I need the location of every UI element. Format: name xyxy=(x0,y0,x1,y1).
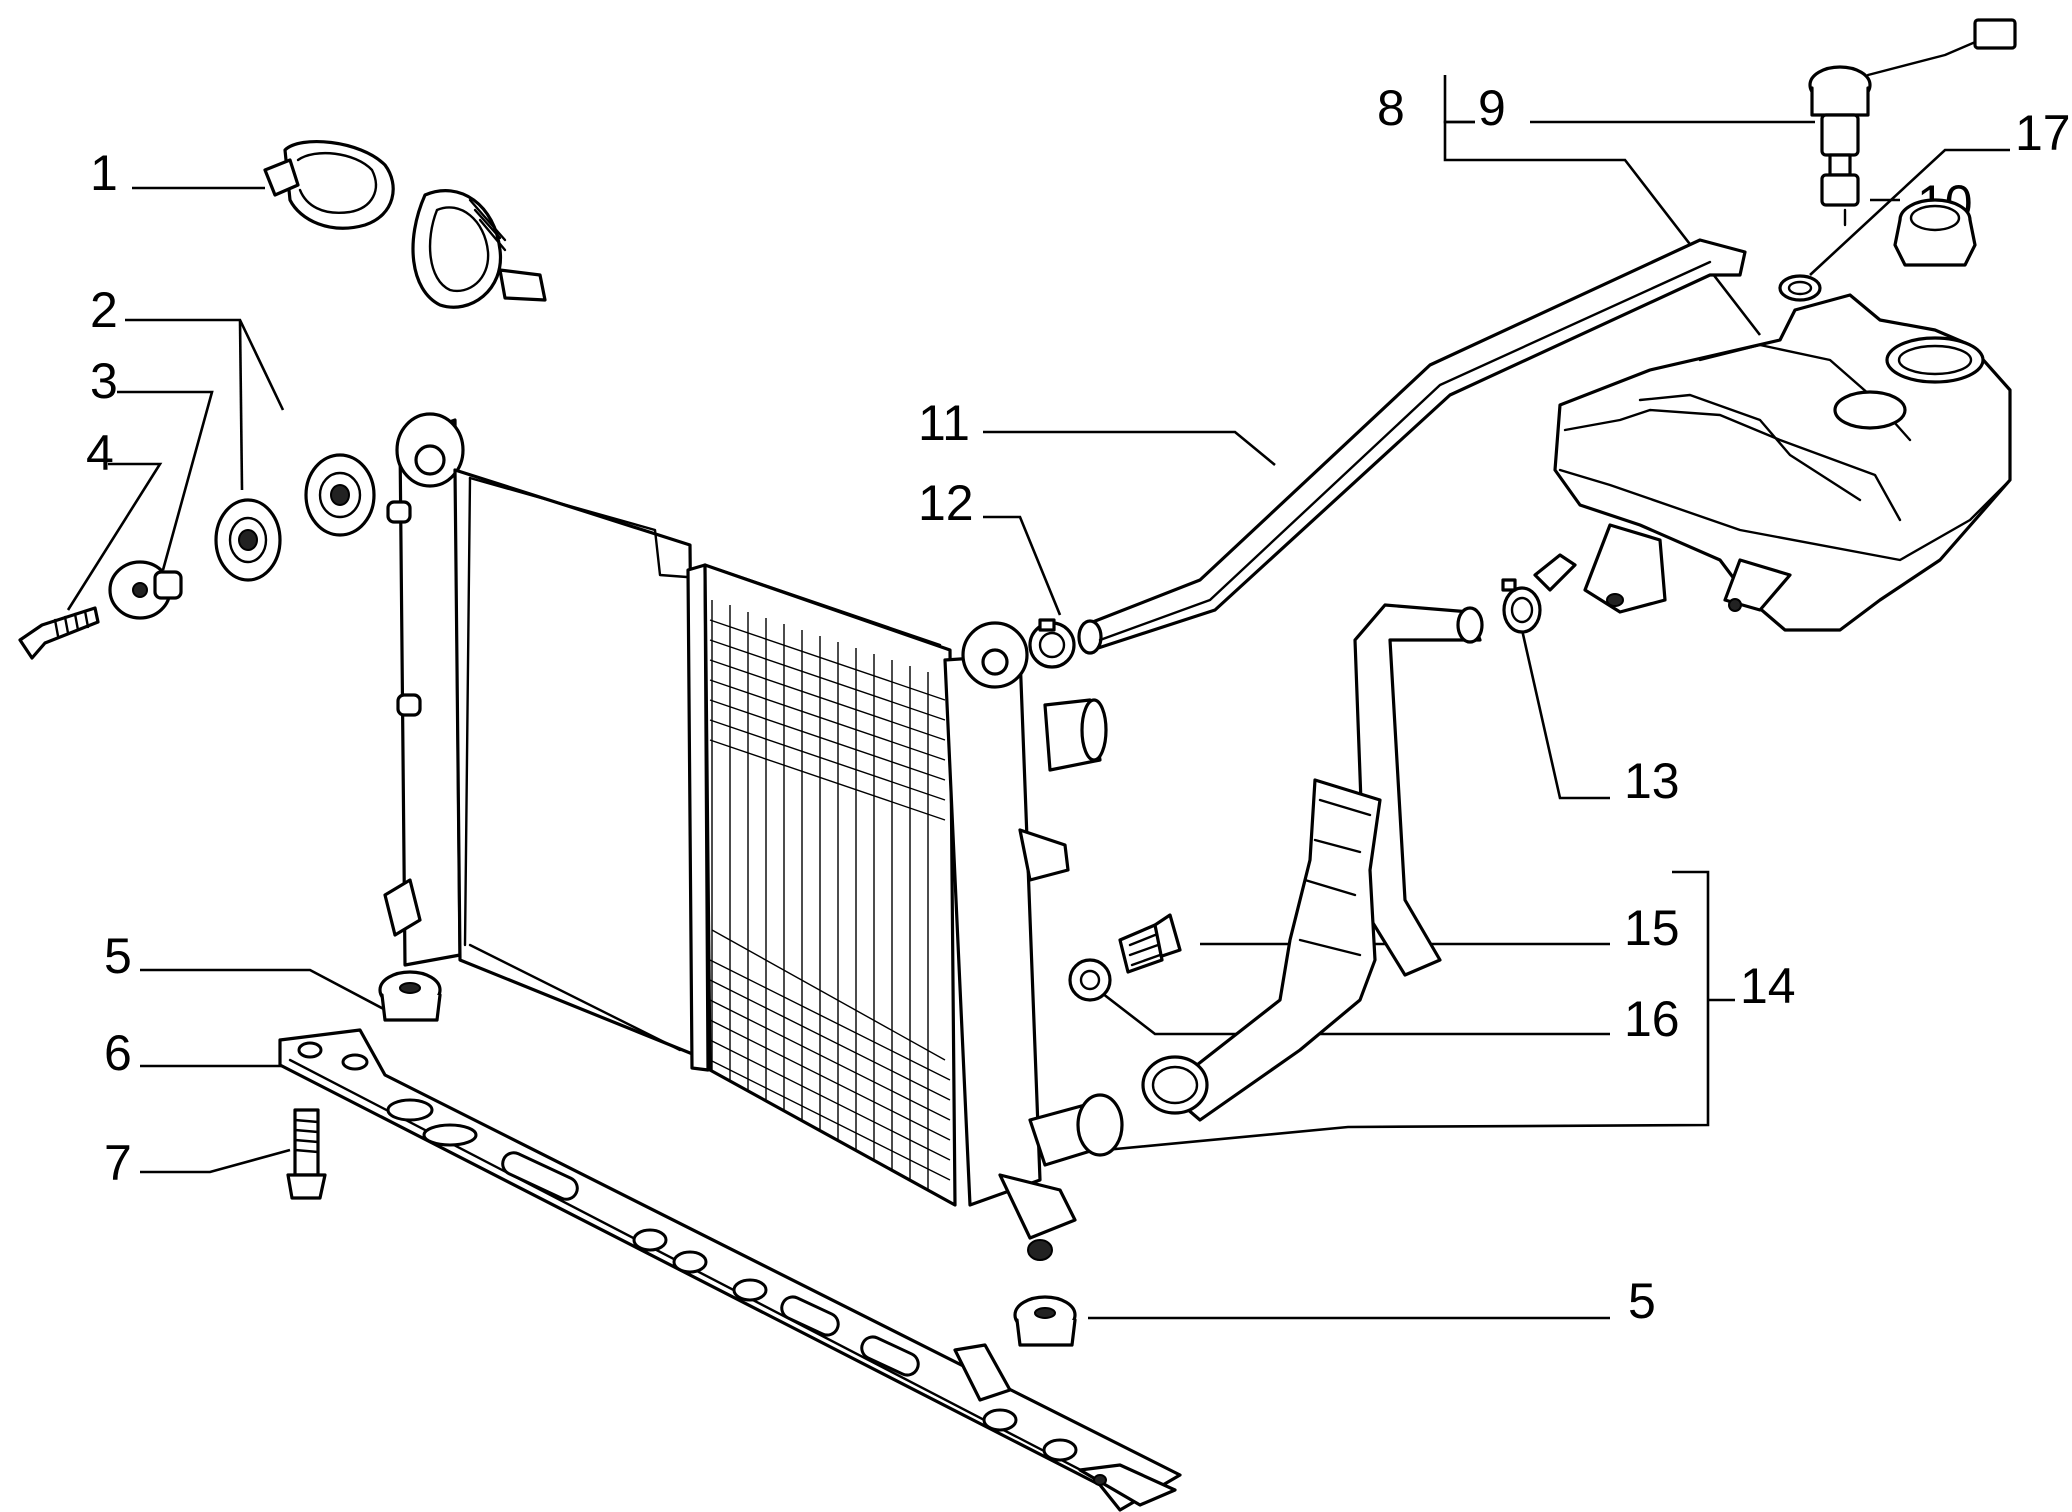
label-8: 8 xyxy=(1377,80,1405,136)
label-16: 16 xyxy=(1624,991,1680,1047)
part-3-spacer xyxy=(108,560,183,620)
part-8-expansion-tank xyxy=(1533,293,2012,632)
part-13-clamp xyxy=(1501,578,1542,634)
part-2-grommets xyxy=(214,453,376,582)
label-1: 1 xyxy=(90,145,118,201)
label-6: 6 xyxy=(104,1025,132,1081)
part-5-mount-right xyxy=(1013,1295,1077,1347)
part-15-drain-plug xyxy=(1118,913,1182,974)
label-5-right: 5 xyxy=(1628,1273,1656,1329)
callout-labels: 1 2 3 4 5 6 7 5 8 9 10 11 12 13 14 15 16… xyxy=(86,80,2071,1329)
label-2: 2 xyxy=(90,282,118,338)
part-6-support-bracket xyxy=(278,1028,1182,1512)
label-13: 13 xyxy=(1624,753,1680,809)
label-4: 4 xyxy=(86,425,114,481)
part-1-hose-clips xyxy=(263,139,547,309)
part-9-level-sensor xyxy=(1808,18,2017,227)
part-12-clamp xyxy=(1028,618,1076,669)
label-12: 12 xyxy=(918,475,974,531)
label-15: 15 xyxy=(1624,900,1680,956)
radiator-fin-grid xyxy=(709,600,951,1190)
part-7-screw xyxy=(286,1108,327,1200)
label-17: 17 xyxy=(2015,105,2071,161)
part-14-lower-hoses xyxy=(1141,603,1484,1122)
part-11-upper-hose xyxy=(1077,238,1747,655)
label-7: 7 xyxy=(104,1135,132,1191)
part-10-filler-cap xyxy=(1893,198,1977,267)
label-14: 14 xyxy=(1740,958,1796,1014)
label-5-left: 5 xyxy=(104,928,132,984)
part-16-washer xyxy=(1068,958,1112,1002)
label-11: 11 xyxy=(918,395,970,451)
part-17-clamp xyxy=(1778,274,1822,302)
radiator-core xyxy=(383,412,1124,1261)
label-9: 9 xyxy=(1478,80,1506,136)
part-5-mount-left xyxy=(378,970,442,1022)
label-3: 3 xyxy=(90,353,118,409)
part-4-bolt xyxy=(18,606,100,660)
